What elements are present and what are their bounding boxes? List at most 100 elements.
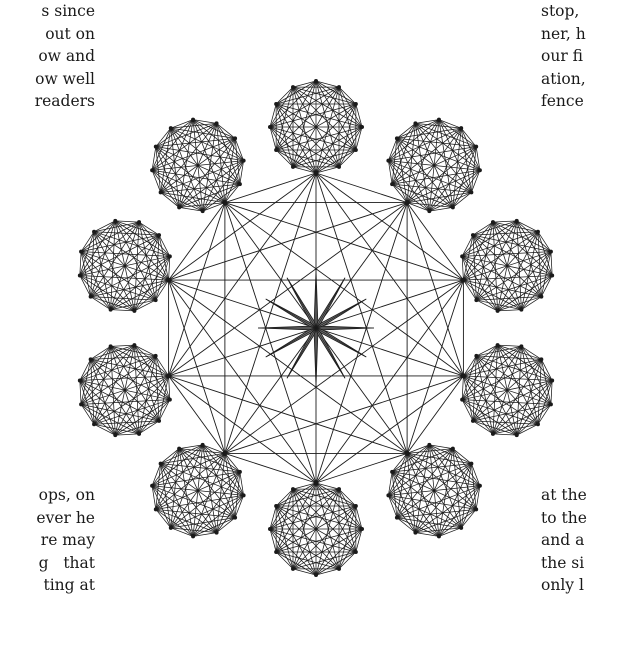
center-star [258, 270, 374, 386]
small-polygon-vertex [154, 145, 158, 149]
small-polygon-vertex [474, 145, 478, 149]
small-polygon-vertex [132, 343, 136, 347]
small-polygon-vertex [169, 126, 173, 130]
small-polygon-vertex [469, 190, 473, 194]
small-polygon-vertex [150, 168, 154, 172]
small-polygon-vertex [491, 220, 495, 224]
small-polygon-vertex [354, 550, 358, 554]
small-polygon-vertex [291, 487, 295, 491]
small-polygon-vertex [469, 462, 473, 466]
small-polygon-vertex [92, 230, 96, 234]
small-polygon-vertex [157, 419, 161, 423]
small-polygon-vertex [539, 357, 543, 361]
web-line [169, 203, 225, 281]
small-polygon-vertex [191, 118, 195, 122]
small-polygon-vertex [474, 354, 478, 358]
web-line [407, 203, 463, 281]
small-polygon-vertex [515, 433, 519, 437]
small-polygon-vertex [291, 85, 295, 89]
small-polygon-vertex [360, 527, 364, 531]
small-polygon [268, 481, 364, 577]
web-line [169, 376, 408, 454]
small-polygon-vertex [154, 298, 158, 302]
small-polygon-vertex [314, 481, 318, 485]
web-line [169, 280, 408, 453]
small-polygon-vertex [354, 102, 358, 106]
small-polygon-vertex [337, 487, 341, 491]
small-polygon-vertex [274, 102, 278, 106]
small-polygon-vertex [390, 182, 394, 186]
small-polygon-vertex [395, 516, 399, 520]
small-polygon-vertex [137, 220, 141, 224]
web-line [316, 173, 407, 203]
small-polygon-vertex [242, 493, 246, 497]
small-polygon-vertex [474, 298, 478, 302]
small-polygon-vertex [291, 567, 295, 571]
small-polygon-vertex [395, 136, 399, 140]
small-polygon-vertex [451, 205, 455, 209]
small-polygon-vertex [274, 504, 278, 508]
small-polygon-vertex [437, 118, 441, 122]
small-polygon-vertex [268, 125, 272, 129]
small-polygon-vertex [460, 254, 464, 258]
small-polygon-vertex [386, 493, 390, 497]
small-polygon-vertex [92, 422, 96, 426]
small-polygon-vertex [168, 398, 172, 402]
small-polygon-vertex [515, 219, 519, 223]
small-polygon-vertex [386, 159, 390, 163]
small-polygon-vertex [314, 171, 318, 175]
small-polygon-vertex [471, 419, 475, 423]
small-polygon-vertex [337, 567, 341, 571]
small-polygon-vertex [474, 507, 478, 511]
web-line [169, 203, 225, 376]
small-polygon-vertex [191, 534, 195, 538]
small-polygon-vertex [223, 451, 227, 455]
web-line [225, 453, 316, 483]
small-polygon-vertex [519, 344, 523, 348]
web-line [169, 280, 316, 483]
small-polygon-vertex [549, 402, 553, 406]
small-polygon-vertex [461, 374, 465, 378]
small-polygon-vertex [550, 379, 554, 383]
small-polygon-vertex [238, 182, 242, 186]
small-polygon-vertex [360, 125, 364, 129]
web-line [316, 173, 463, 376]
small-polygon-vertex [215, 121, 219, 125]
small-polygon-vertex [539, 295, 543, 299]
small-polygon [460, 219, 554, 313]
small-polygon-vertex [137, 432, 141, 436]
small-polygon-vertex [78, 273, 82, 277]
web-line [316, 280, 463, 483]
small-polygon-vertex [390, 470, 394, 474]
small-polygon [150, 443, 245, 539]
small-polygon-vertex [109, 344, 113, 348]
small-polygon-vertex [437, 534, 441, 538]
small-polygon [460, 343, 554, 437]
small-polygon-vertex [168, 254, 172, 258]
small-polygon-vertex [113, 219, 117, 223]
web-line [225, 203, 464, 376]
small-polygon-vertex [491, 432, 495, 436]
small-polygon [268, 79, 364, 175]
small-polygon-vertex [177, 447, 181, 451]
small-polygon-vertex [337, 165, 341, 169]
small-polygon-vertex [337, 85, 341, 89]
small-polygon-vertex [238, 470, 242, 474]
small-polygon-vertex [169, 526, 173, 530]
web-line [169, 203, 408, 281]
small-polygon-vertex [549, 250, 553, 254]
small-polygon-vertex [233, 516, 237, 520]
web-line [225, 203, 464, 281]
web-line [316, 453, 407, 483]
small-polygon-vertex [354, 148, 358, 152]
small-polygon [386, 118, 481, 214]
small-polygon-vertex [268, 527, 272, 531]
small-polygon-vertex [177, 205, 181, 209]
small-polygon-vertex [167, 374, 171, 378]
small-polygon-vertex [459, 526, 463, 530]
small-polygon-vertex [79, 250, 83, 254]
small-polygon [78, 219, 172, 313]
small-polygon-vertex [461, 278, 465, 282]
small-polygon-vertex [536, 422, 540, 426]
small-polygon-vertex [427, 443, 431, 447]
